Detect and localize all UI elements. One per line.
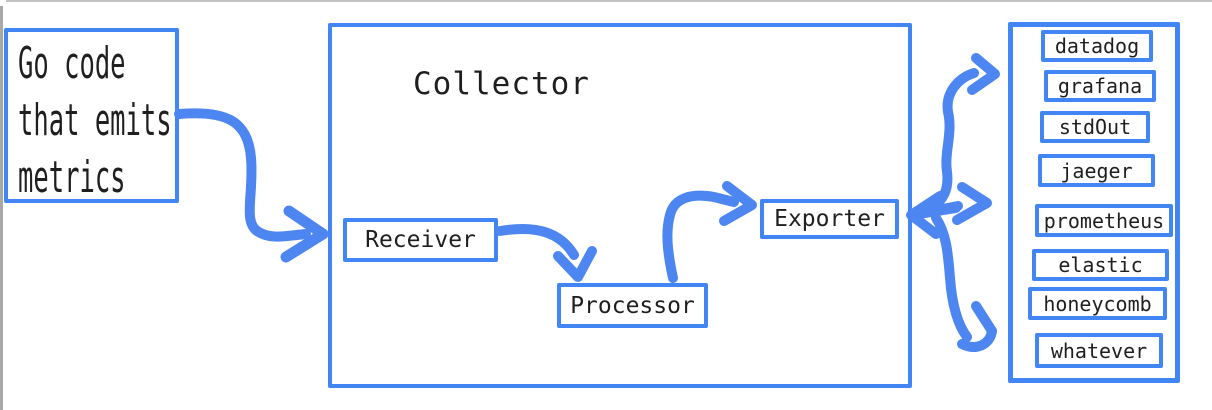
slide-left-edge [0, 6, 3, 410]
dest-label: datadog [1054, 34, 1140, 58]
arrow-exporter-fanout-middle [909, 182, 992, 225]
receiver-label: Receiver [365, 227, 476, 253]
dest-label: whatever [1050, 338, 1148, 363]
dest-box-honeycomb: honeycomb [1028, 287, 1167, 320]
exporter-box: Exporter [760, 199, 899, 239]
dest-label: prometheus [1043, 208, 1165, 233]
source-line-2: that emits [18, 95, 172, 146]
dest-box-whatever: whatever [1035, 333, 1163, 368]
dest-box-grafana: grafana [1044, 70, 1156, 102]
arrow-exporter-fanout-bottom [931, 213, 997, 352]
source-code-box: Go code that emits metrics [4, 28, 179, 203]
dest-label: jaeger [1060, 158, 1133, 183]
dest-box-elastic: elastic [1032, 249, 1169, 281]
processor-label: Processor [570, 292, 695, 319]
source-line-1: Go code [18, 38, 126, 89]
exporter-label: Exporter [774, 206, 885, 232]
source-line-3: metrics [18, 152, 126, 203]
destinations-panel [1008, 22, 1180, 383]
arrow-exporter-fanout-left [906, 191, 961, 239]
dest-box-stdout: stdOut [1040, 111, 1150, 143]
processor-box: Processor [557, 283, 708, 328]
arrow-exporter-fanout-top [911, 53, 1000, 219]
receiver-box: Receiver [343, 218, 498, 262]
dest-box-datadog: datadog [1041, 30, 1153, 62]
dest-label: grafana [1057, 74, 1143, 98]
slide-top-edge [6, 0, 1212, 2]
collector-title: Collector [413, 66, 590, 102]
dest-label: honeycomb [1043, 291, 1152, 316]
dest-label: elastic [1058, 253, 1143, 277]
dest-box-jaeger: jaeger [1038, 154, 1155, 187]
dest-label: stdOut [1058, 115, 1132, 139]
arrow-source-to-collector [174, 108, 329, 263]
dest-box-prometheus: prometheus [1035, 204, 1173, 237]
